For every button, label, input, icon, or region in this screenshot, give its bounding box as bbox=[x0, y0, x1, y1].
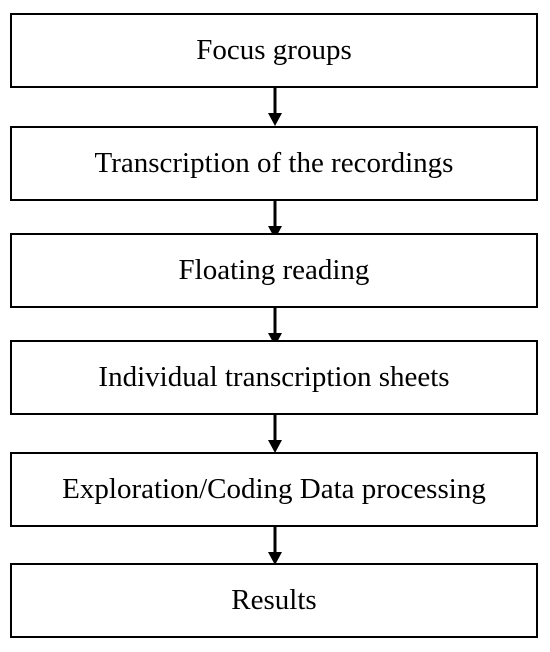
arrow-down-icon bbox=[268, 200, 282, 239]
step-results: Results bbox=[10, 563, 538, 638]
step-exploration-coding-data-processing: Exploration/Coding Data processing bbox=[10, 452, 538, 527]
step-floating-reading: Floating reading bbox=[10, 233, 538, 308]
step-label: Focus groups bbox=[196, 34, 352, 66]
step-label: Transcription of the recordings bbox=[94, 147, 454, 179]
step-focus-groups: Focus groups bbox=[10, 13, 538, 88]
arrow-down-icon bbox=[268, 526, 282, 565]
step-label: Floating reading bbox=[178, 254, 370, 286]
step-label: Individual transcription sheets bbox=[98, 361, 450, 393]
arrow-down-icon bbox=[268, 307, 282, 346]
step-label: Results bbox=[231, 584, 317, 616]
step-individual-transcription-sheets: Individual transcription sheets bbox=[10, 340, 538, 415]
step-label: Exploration/Coding Data processing bbox=[62, 473, 486, 505]
arrow-down-icon bbox=[268, 87, 282, 126]
arrow-down-icon bbox=[268, 414, 282, 453]
step-transcription-of-recordings: Transcription of the recordings bbox=[10, 126, 538, 201]
